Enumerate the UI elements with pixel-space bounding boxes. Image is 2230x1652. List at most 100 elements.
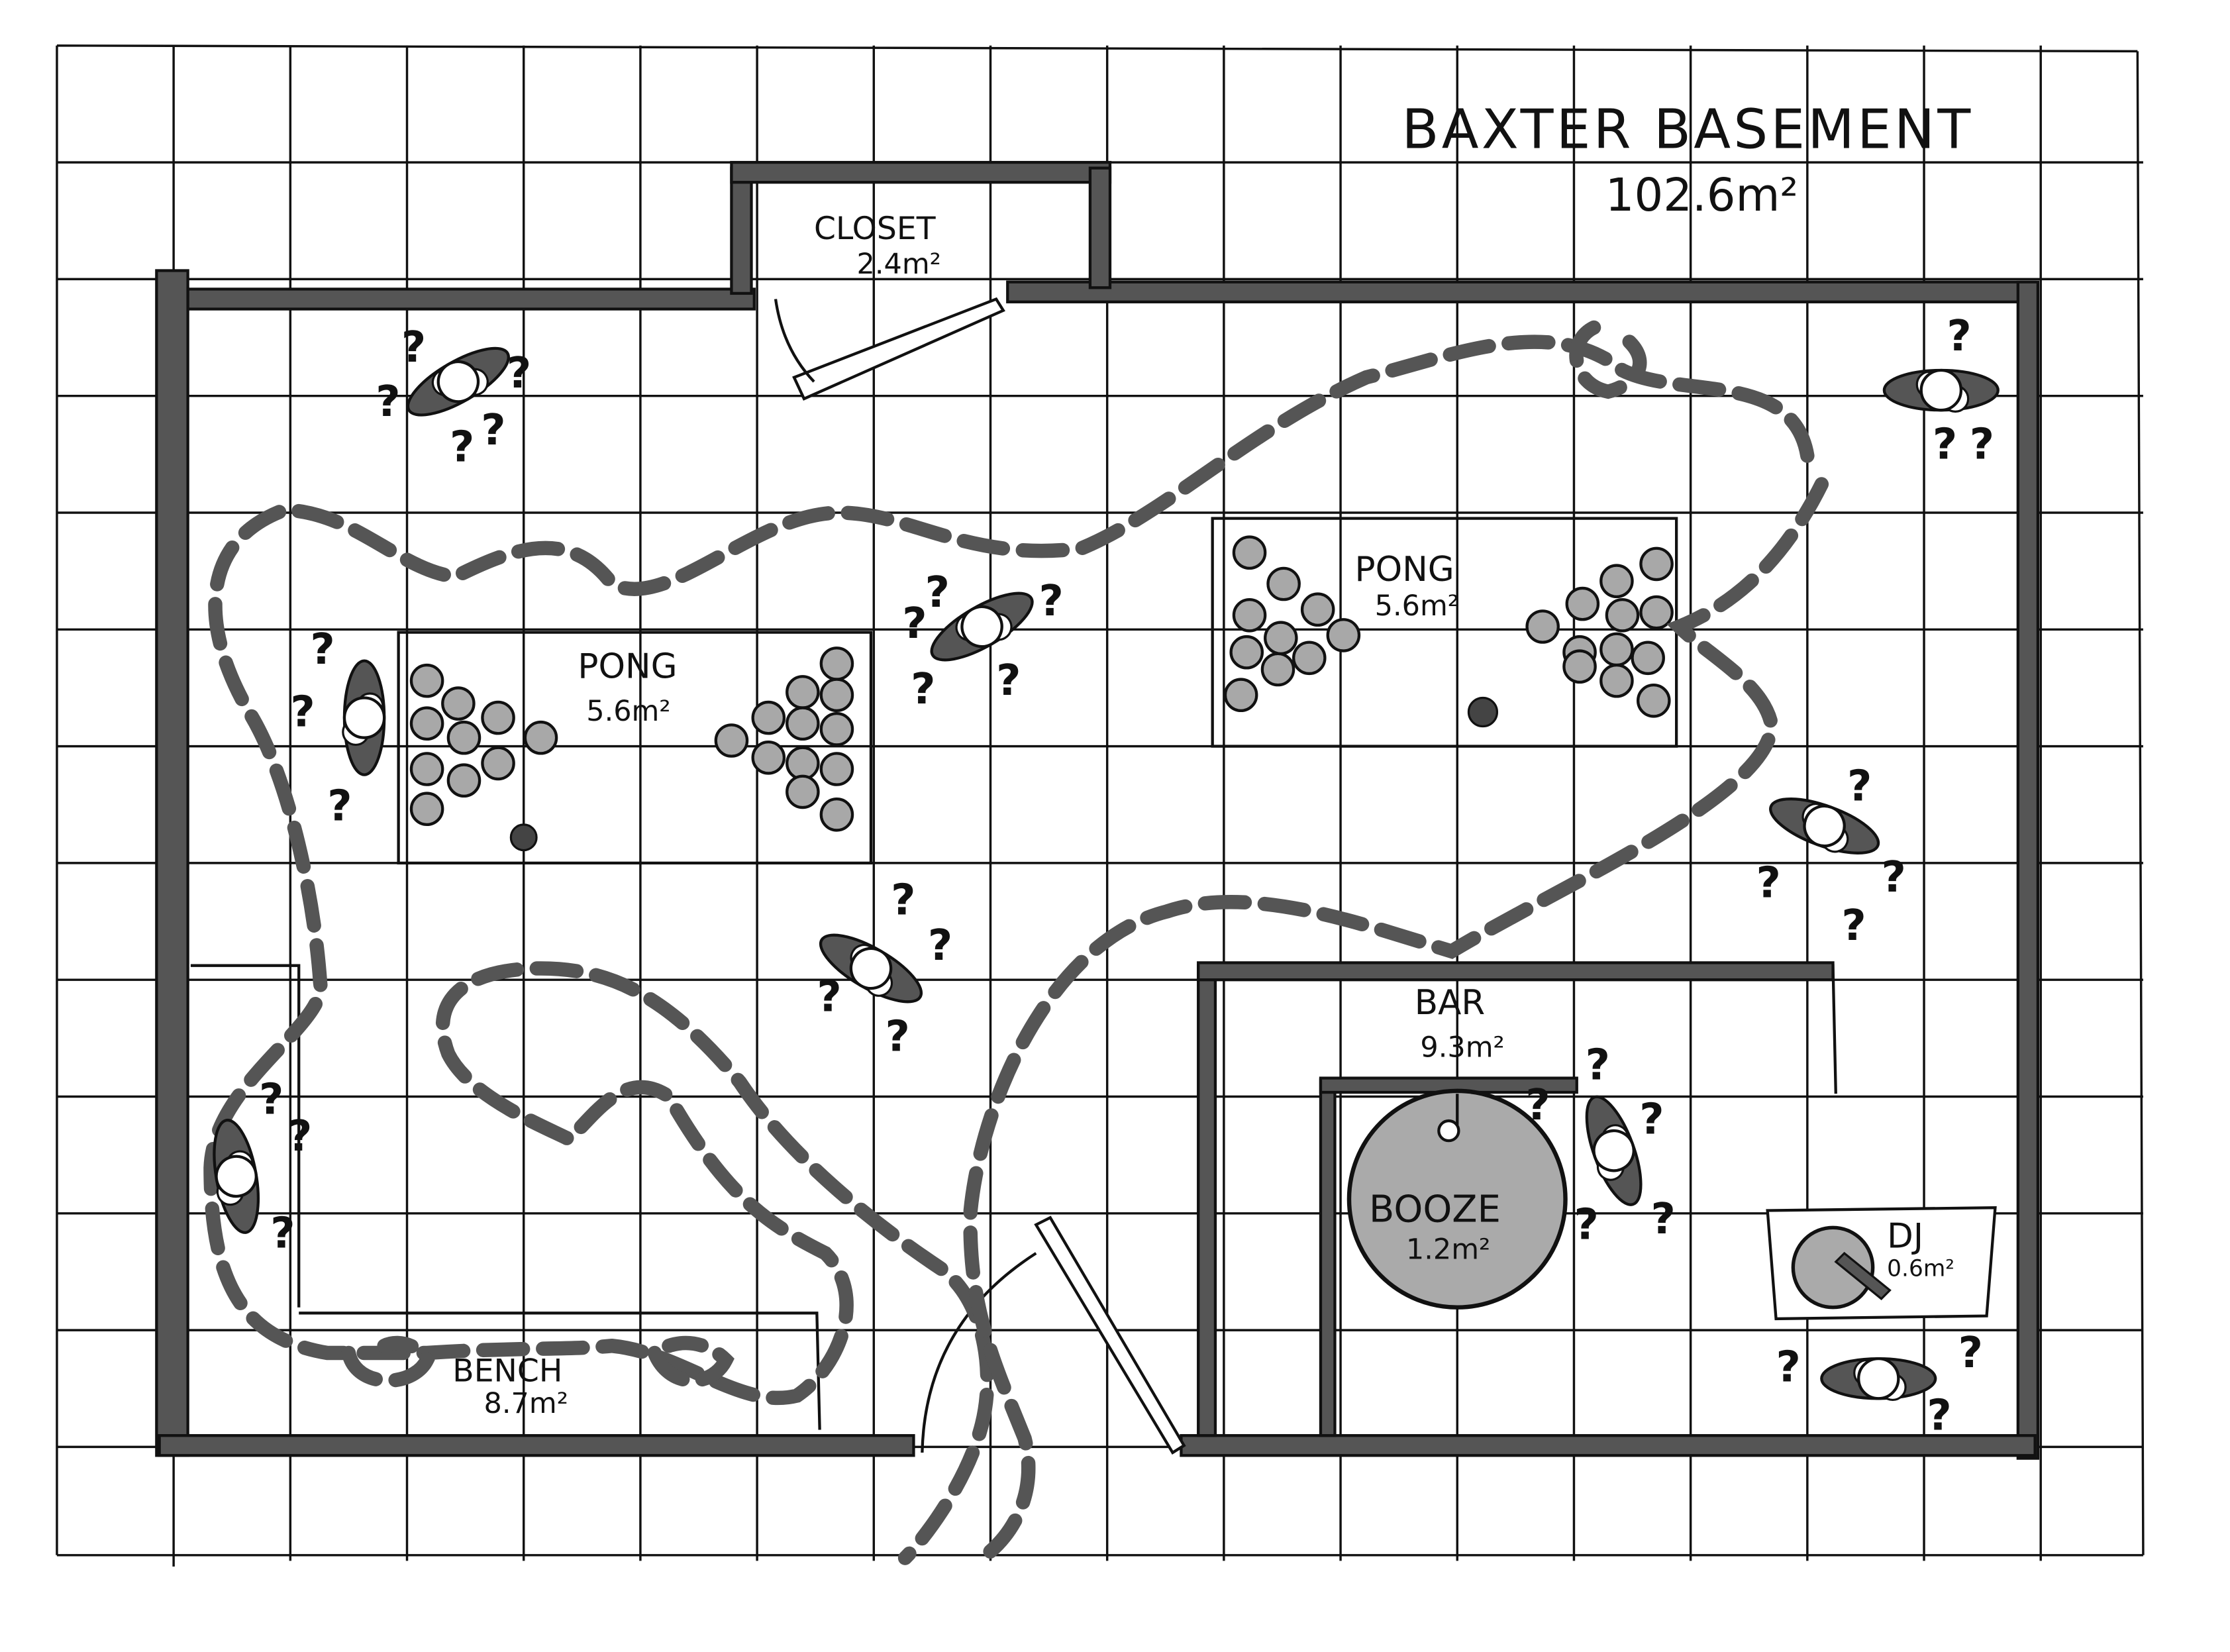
question-marks: ??????????????????????????????????? <box>259 311 1994 1441</box>
guest <box>930 592 1034 662</box>
walking-paths <box>203 320 1829 1565</box>
question-mark: ? <box>1927 1391 1951 1441</box>
pong-cup <box>1232 535 1267 570</box>
question-mark: ? <box>327 781 352 831</box>
question-mark: ? <box>1756 858 1780 907</box>
interior-lines <box>190 964 1837 1430</box>
question-mark: ? <box>310 625 334 674</box>
bar-label: BAR <box>1415 983 1485 1023</box>
question-mark: ? <box>1525 1080 1550 1130</box>
question-mark: ? <box>450 423 474 472</box>
guest <box>1882 368 2000 413</box>
question-mark: ? <box>1776 1342 1801 1392</box>
guest <box>213 1118 260 1234</box>
pong-table-left <box>397 631 873 865</box>
pong-cup <box>786 675 820 709</box>
pong-cup <box>446 720 481 755</box>
question-mark: ? <box>1958 1328 1983 1378</box>
pong-cup <box>1292 641 1327 676</box>
guest-head <box>960 605 1003 648</box>
question-mark: ? <box>817 972 841 1021</box>
question-mark: ? <box>891 875 915 925</box>
pong-cup <box>1562 649 1597 684</box>
question-mark: ? <box>1574 1200 1598 1249</box>
pong-cup <box>481 700 515 735</box>
pong-cup <box>1525 609 1560 644</box>
guest-head <box>215 1155 258 1198</box>
bar-counter <box>1197 961 1835 1437</box>
question-mark: ? <box>376 377 400 427</box>
walls <box>155 160 2040 1460</box>
booze-area: 1.2m² <box>1406 1233 1490 1266</box>
question-mark: ? <box>1947 311 1971 361</box>
pong-cup <box>409 663 444 698</box>
guest-head <box>1803 804 1846 848</box>
pong-cup <box>1264 621 1298 655</box>
question-mark: ? <box>1039 576 1064 626</box>
question-mark: ? <box>911 664 935 714</box>
pong-cup <box>1260 652 1295 687</box>
question-mark: ? <box>507 348 531 398</box>
question-mark: ? <box>925 568 950 617</box>
pong-cup <box>751 741 786 775</box>
question-mark: ? <box>885 1012 909 1062</box>
pong-cup <box>1599 632 1634 667</box>
guest <box>1585 1095 1643 1206</box>
closet-area: 2.4m² <box>857 248 941 281</box>
pong-left-label: PONG <box>578 646 677 686</box>
pong-cup <box>409 752 444 786</box>
pong-cup <box>1300 592 1335 627</box>
pong-cup <box>481 746 515 781</box>
booze-label: BOOZE <box>1369 1188 1501 1231</box>
booze-barrel <box>1346 1088 1568 1310</box>
pong-cup <box>1223 678 1258 712</box>
pong-cup <box>1636 684 1671 718</box>
guest-head <box>1592 1129 1635 1172</box>
question-mark: ? <box>1882 852 1906 902</box>
pong-cup <box>786 774 820 809</box>
guest <box>406 346 510 417</box>
pong-cup <box>819 798 854 832</box>
question-mark: ? <box>996 656 1021 705</box>
pong-cup <box>1639 546 1674 582</box>
total-area: 102.6m² <box>1605 169 1798 222</box>
pong-cup <box>786 706 820 741</box>
pong-left-area: 5.6m² <box>586 695 670 728</box>
pong-cup <box>409 792 444 826</box>
doors <box>774 297 1186 1455</box>
pong-cup <box>819 752 854 786</box>
pong-cup <box>409 706 444 741</box>
question-mark: ? <box>481 405 505 455</box>
question-mark: ? <box>902 599 927 648</box>
guest-head <box>1857 1357 1900 1400</box>
pong-cups <box>409 535 1674 852</box>
pong-right-area: 5.6m² <box>1375 590 1459 623</box>
pong-cup <box>819 646 854 681</box>
guest-head <box>436 360 480 403</box>
question-mark: ? <box>401 323 426 372</box>
dj-booth <box>1766 1206 1997 1321</box>
dj-area: 0.6m² <box>1887 1255 1954 1282</box>
guest <box>1820 1357 1937 1402</box>
question-mark: ? <box>1586 1041 1610 1090</box>
pong-cup <box>1605 598 1640 633</box>
page-title: BAXTER BASEMENT <box>1401 99 1973 162</box>
question-mark: ? <box>1650 1194 1675 1244</box>
guest-head <box>849 947 893 990</box>
pong-cup <box>1326 618 1361 652</box>
pong-cup <box>523 720 558 755</box>
pong-ball <box>509 823 538 852</box>
bench-area: 8.7m² <box>484 1387 568 1420</box>
pong-right-label: PONG <box>1355 550 1454 590</box>
question-mark: ? <box>290 687 315 737</box>
dj-label: DJ <box>1887 1216 1923 1256</box>
question-mark: ? <box>259 1074 283 1124</box>
guests <box>213 346 2000 1402</box>
guest-head <box>342 696 386 739</box>
pong-cup <box>1565 586 1600 621</box>
question-mark: ? <box>1847 761 1872 811</box>
question-mark: ? <box>1970 419 1994 469</box>
question-mark: ? <box>1639 1094 1664 1144</box>
pong-ball <box>1467 696 1499 728</box>
pong-cup <box>1631 641 1665 676</box>
